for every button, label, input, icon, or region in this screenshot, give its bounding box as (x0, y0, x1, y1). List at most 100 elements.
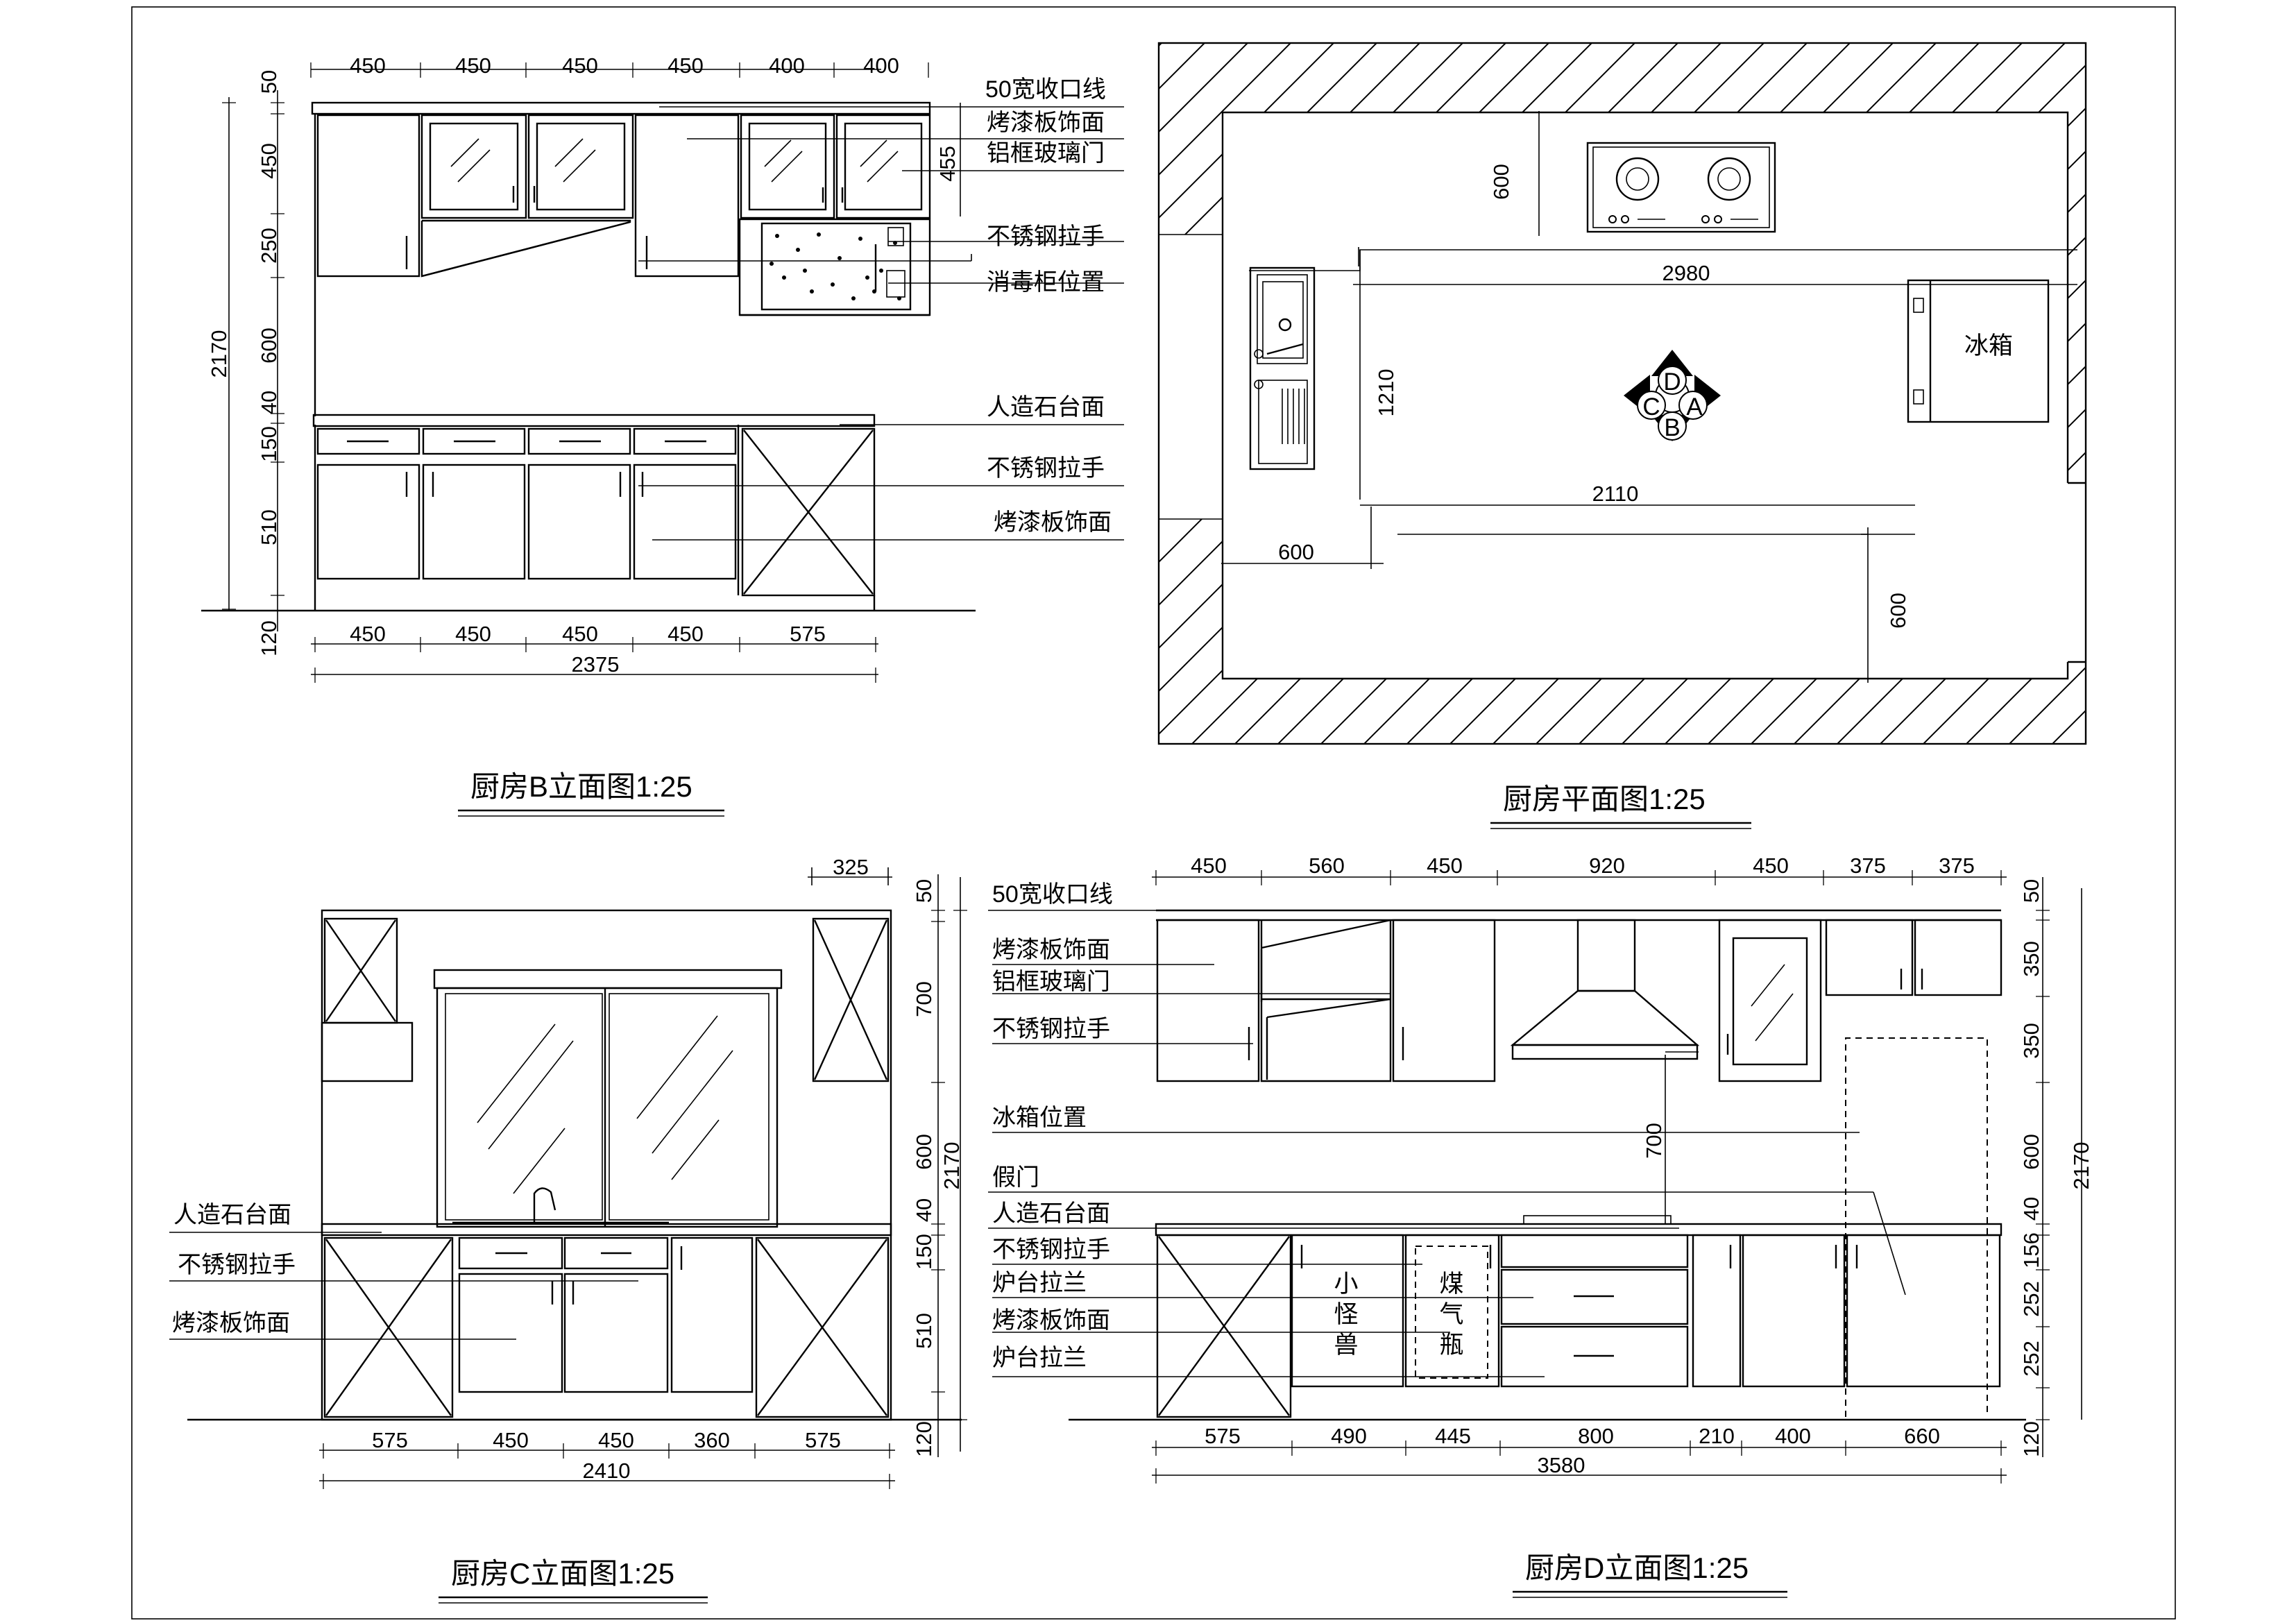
dim-d-right-5: 40 (2019, 1197, 2043, 1221)
title-elevation-c: 厨房C立面图1:25 (451, 1557, 674, 1590)
title-plan: 厨房平面图1:25 (1503, 783, 1706, 815)
note-b-6: 人造石台面 (987, 394, 1105, 420)
dim-plan-hob-depth: 600 (1489, 164, 1513, 200)
dim-d-right-1: 50 (2019, 879, 2043, 903)
dim-b-side: 455 (935, 146, 960, 182)
dim-plan-left-depth: 600 (1278, 540, 1314, 564)
elevation-d: 450 560 450 920 450 375 375 (988, 853, 2093, 1598)
dim-b-bottom-1: 450 (350, 622, 386, 646)
dim-plan-width-total: 2980 (1663, 261, 1710, 285)
dim-d-right-4: 600 (2019, 1134, 2043, 1170)
dim-c-bottom-3: 450 (598, 1428, 634, 1452)
note-c-3: 烤漆板饰面 (172, 1310, 290, 1336)
note-d-2: 烤漆板饰面 (992, 937, 1110, 963)
dim-d-hood: 700 (1642, 1123, 1666, 1159)
dim-b-top-4: 450 (667, 53, 704, 78)
note-d-5: 冰箱位置 (992, 1105, 1087, 1131)
compass-b: B (1664, 414, 1680, 441)
dim-c-right-6: 510 (912, 1313, 936, 1349)
dim-c-right-4: 40 (912, 1198, 936, 1222)
note-b-3: 铝框玻璃门 (987, 140, 1105, 167)
compass-a: A (1686, 393, 1703, 420)
title-elevation-b: 厨房B立面图1:25 (470, 770, 692, 803)
dim-b-left-4: 600 (257, 328, 281, 364)
dim-b-left-5: 40 (257, 391, 281, 414)
dim-plan-inner-len: 2110 (1592, 482, 1639, 506)
compass-icon (1624, 350, 1721, 441)
note-b-2: 烤漆板饰面 (987, 110, 1105, 136)
dim-c-bottom-2: 450 (493, 1428, 529, 1452)
dim-b-bottom-5: 575 (790, 622, 826, 646)
dim-d-right-8: 252 (2019, 1341, 2043, 1377)
note-c-2: 不锈钢拉手 (178, 1252, 296, 1278)
note-b-8: 烤漆板饰面 (994, 509, 1112, 536)
dim-d-top-2: 560 (1309, 853, 1345, 878)
dim-b-left-1: 50 (257, 70, 281, 94)
cabinet-label-2c: 瓶 (1439, 1332, 1463, 1359)
dim-d-bottom-2: 490 (1331, 1424, 1367, 1448)
dim-b-top-1: 450 (350, 53, 386, 78)
dim-d-right-2: 350 (2019, 941, 2043, 977)
kitchen-plan: 冰箱 600 2980 1210 2110 600 600 D (1157, 42, 2087, 829)
dim-d-right-6: 156 (2019, 1232, 2043, 1268)
dim-c-bottom-4: 360 (694, 1428, 730, 1452)
dim-plan-sink-len: 1210 (1374, 369, 1398, 417)
dim-b-top-5: 400 (769, 53, 805, 78)
dim-d-top-6: 375 (1850, 853, 1886, 878)
dim-d-right-3: 350 (2019, 1023, 2043, 1059)
dim-b-left-3: 250 (257, 228, 281, 264)
dim-c-bottom-1: 575 (372, 1428, 408, 1452)
cabinet-label-1b: 怪 (1334, 1301, 1358, 1328)
dim-d-top-7: 375 (1939, 853, 1975, 878)
note-b-5: 消毒柜位置 (987, 269, 1105, 296)
title-elevation-d: 厨房D立面图1:25 (1525, 1552, 1749, 1584)
dim-d-bottom-6: 400 (1775, 1424, 1811, 1448)
dim-d-bottom-4: 800 (1578, 1424, 1614, 1448)
note-b-1: 50宽收口线 (985, 76, 1106, 103)
dim-b-left-8: 120 (257, 620, 281, 656)
dim-d-top-5: 450 (1753, 853, 1789, 878)
dim-b-left-7: 510 (257, 509, 281, 545)
note-d-11: 炉台拉兰 (992, 1345, 1087, 1371)
dim-d-right-9: 120 (2019, 1421, 2043, 1457)
note-d-6: 假门 (992, 1164, 1039, 1191)
cabinet-label-1a: 小 (1334, 1271, 1358, 1298)
dim-c-bottom-5: 575 (805, 1428, 841, 1452)
note-d-3: 铝框玻璃门 (992, 969, 1110, 995)
dim-b-bottom-2: 450 (455, 622, 491, 646)
cabinet-label-1c: 兽 (1334, 1332, 1358, 1359)
compass-c: C (1642, 393, 1660, 420)
dim-d-top-4: 920 (1589, 853, 1625, 878)
dim-c-right-3: 600 (912, 1134, 936, 1170)
dim-b-left-6: 150 (257, 426, 281, 462)
dim-d-bottom-7: 660 (1904, 1424, 1940, 1448)
note-d-8: 不锈钢拉手 (992, 1237, 1110, 1263)
compass-d: D (1663, 368, 1681, 396)
dim-d-total-height: 2170 (2069, 1142, 2093, 1190)
dim-b-total-width: 2375 (572, 652, 620, 677)
cabinet-label-2b: 气 (1439, 1301, 1463, 1328)
note-d-1: 50宽收口线 (992, 881, 1113, 908)
note-d-4: 不锈钢拉手 (992, 1016, 1110, 1042)
dim-b-left-2: 450 (257, 143, 281, 179)
elevation-c: 325 (169, 855, 967, 1604)
dim-c-total-width: 2410 (583, 1459, 631, 1483)
dim-c-right-7: 120 (912, 1421, 936, 1457)
dim-b-top-2: 450 (455, 53, 491, 78)
note-c-1: 人造石台面 (173, 1202, 291, 1228)
dim-b-total-height: 2170 (207, 330, 231, 378)
dim-d-bottom-3: 445 (1435, 1424, 1471, 1448)
plan-wall-hatch (1159, 43, 2086, 744)
dim-d-top-1: 450 (1191, 853, 1227, 878)
elevation-b: 450 450 450 450 400 400 50 450 250 600 4… (201, 53, 1124, 817)
dim-d-bottom-5: 210 (1699, 1424, 1735, 1448)
fridge-label: 冰箱 (1964, 332, 2013, 359)
note-d-10: 烤漆板饰面 (992, 1307, 1110, 1334)
dim-c-right-5: 150 (912, 1234, 936, 1270)
dim-d-top-3: 450 (1427, 853, 1463, 878)
note-d-7: 人造石台面 (992, 1200, 1110, 1227)
dim-c-top: 325 (833, 855, 869, 879)
sheet-border (131, 6, 2176, 1620)
dim-d-total-width: 3580 (1538, 1453, 1585, 1477)
